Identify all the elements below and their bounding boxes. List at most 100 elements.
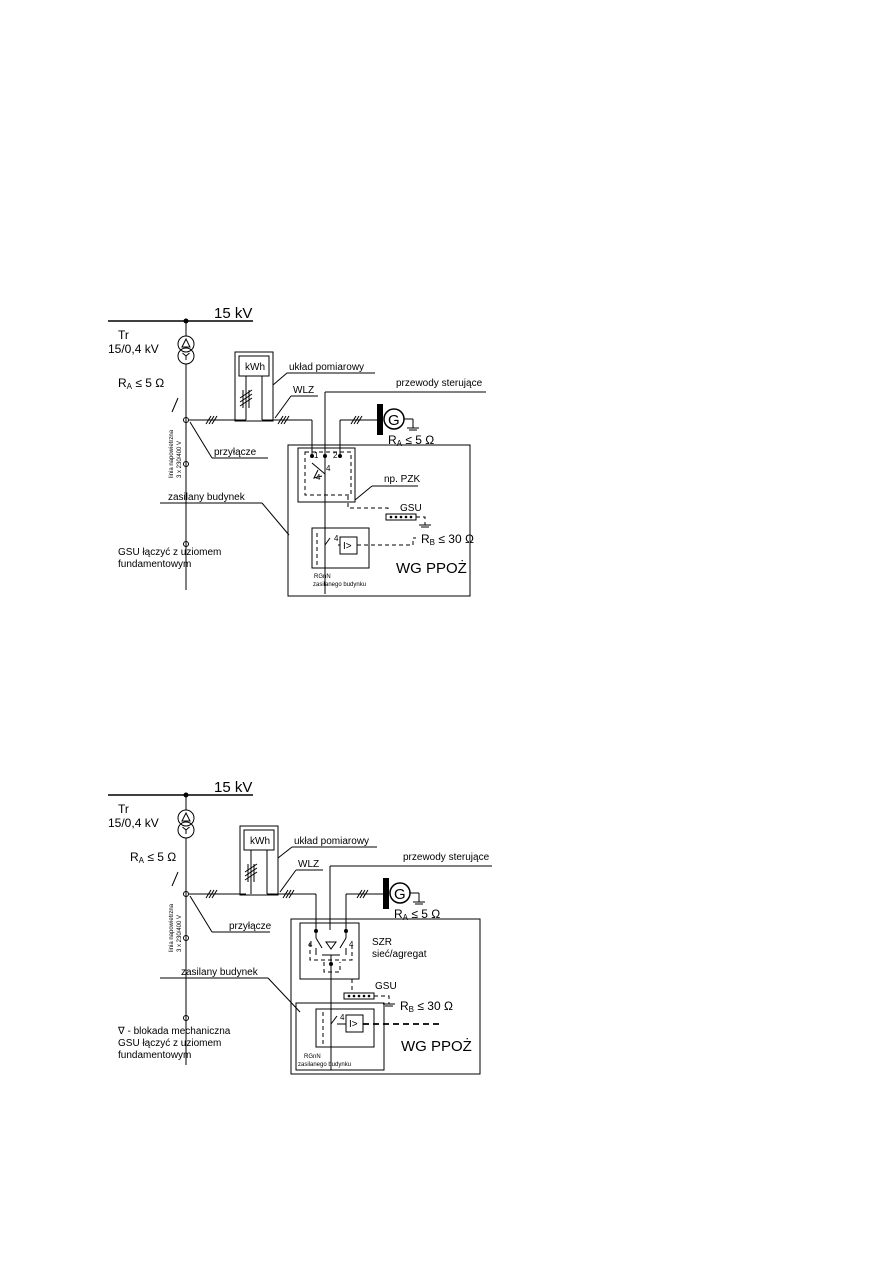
- kwh-label: kWh: [250, 836, 270, 847]
- building-label: zasilany budynek: [181, 967, 259, 978]
- gsu-dash-top: [347, 496, 389, 512]
- meter-box: [239, 825, 279, 896]
- szr-dash-lower: [323, 962, 341, 973]
- wlz-three-phase-mark: [282, 889, 295, 899]
- line-label-2: 3 x 230/400 V: [177, 441, 183, 478]
- connection-label: przyłącze: [214, 447, 257, 458]
- rgnn-box: [295, 1002, 385, 1071]
- transformer-icon: [177, 321, 195, 420]
- changeover-switch-icon: [311, 458, 326, 594]
- transformer-label: Tr: [118, 802, 129, 816]
- kwh-label: kWh: [245, 362, 265, 373]
- pzk-leader: [354, 485, 373, 501]
- szr-terminal-2: [344, 929, 348, 933]
- meter-box: [234, 351, 274, 422]
- ra-generator-label: RA ≤ 5 Ω: [388, 433, 434, 448]
- meter-leader: [272, 372, 288, 386]
- note-line-2: fundamentowym: [118, 1050, 191, 1061]
- relay-label: I>: [349, 1019, 358, 1030]
- wlz-three-phase-mark: [277, 415, 290, 425]
- transformer-label: Tr: [118, 328, 129, 342]
- wlz-label: WLZ: [298, 859, 319, 870]
- voltage-label: 15 kV: [214, 779, 252, 796]
- connection-leader: [189, 895, 213, 933]
- transformer-icon: [177, 795, 195, 894]
- switch-4b-label: 4: [326, 464, 331, 473]
- meter-label: układ pomiarowy: [294, 836, 369, 847]
- rgnn-inner-box: [315, 1008, 375, 1048]
- gen-three-phase-mark: [356, 889, 369, 899]
- building-label: zasilany budynek: [168, 492, 246, 503]
- control-wires-label: przewody sterujące: [403, 852, 490, 863]
- gsu-label: GSU: [375, 981, 397, 992]
- building-box: [287, 444, 471, 597]
- rgnn-label-1: RGnN: [314, 574, 331, 580]
- voltage-label: 15 kV: [214, 305, 252, 322]
- szr-output-node: [329, 962, 333, 966]
- gsu-ground-wire: [374, 995, 390, 1004]
- gsu-ground-icon: [383, 1003, 395, 1007]
- line-label-1: linia napowietrzna: [169, 429, 175, 478]
- mech-interlock-legend-icon: ∇: [117, 1026, 125, 1037]
- rb-label: RB ≤ 30 Ω: [400, 999, 453, 1014]
- diagram-1: 15 kV Tr 15/0,4 kV RA ≤ 5 Ω linia napowi…: [108, 305, 486, 597]
- line-node-top: [183, 891, 189, 897]
- line-tick: [171, 871, 179, 887]
- connection-label: przyłącze: [229, 921, 272, 932]
- szr-terminal-1: [314, 929, 318, 933]
- generator-label: G: [388, 412, 400, 429]
- ground-icon: [404, 418, 419, 431]
- szr-label-1: SZR: [372, 937, 392, 948]
- rgnn-label-2: zasilanego budynku: [313, 582, 366, 588]
- switch-2-label: 2: [333, 451, 338, 460]
- switch-terminal-2: [338, 454, 342, 458]
- relay-label: I>: [343, 541, 352, 552]
- szr-dash-frame: [309, 943, 353, 961]
- switch-1-label: 1: [314, 451, 319, 460]
- switch-terminal-1: [310, 454, 314, 458]
- line-label-1: linia napowietrzna: [169, 903, 175, 952]
- kwh-meter: [243, 829, 275, 851]
- mech-interlock-icon: [325, 941, 337, 950]
- meter-leader: [277, 846, 293, 859]
- wlz-label: WLZ: [293, 385, 314, 396]
- switch-4a-label: 4: [316, 473, 321, 482]
- ra-generator-label: RA ≤ 5 Ω: [394, 907, 440, 922]
- line-tick: [171, 397, 179, 413]
- rgnn-label-1: RGnN: [304, 1054, 321, 1060]
- pzk-label: np. PZK: [384, 474, 420, 485]
- note-line-1: GSU łączyć z uziomem: [118, 1038, 221, 1049]
- switch-4b-label: 4: [349, 940, 354, 949]
- line-node-mid: [183, 935, 189, 941]
- gsu-ground-icon: [419, 524, 431, 528]
- wlz-leader: [279, 869, 297, 893]
- ra-label: RA ≤ 5 Ω: [118, 376, 164, 391]
- main-switch-icon: [330, 1015, 338, 1025]
- szr-switches-icon: [315, 933, 347, 1070]
- line-node-top: [183, 417, 189, 423]
- legend-line: ∇ - blokada mechaniczna: [117, 1026, 231, 1037]
- rgnn-label-2: zasilanego budynku: [298, 1062, 351, 1068]
- line-label-2: 3 x 230/400 V: [177, 915, 183, 952]
- line-node-low: [183, 541, 189, 547]
- gsu-terminals: [389, 515, 413, 519]
- diagram-2: 15 kV Tr 15/0,4 kV RA ≤ 5 Ω linia napowi…: [108, 779, 492, 1075]
- line-node-mid: [183, 461, 189, 467]
- transformer-ratio: 15/0,4 kV: [108, 816, 159, 830]
- relay-signal-dash: [357, 537, 416, 546]
- switch-box: [297, 447, 356, 503]
- gsu-label: GSU: [400, 503, 422, 514]
- szr-label-2: sieć/agregat: [372, 949, 427, 960]
- generator-terminal: [383, 878, 389, 909]
- generator-label: G: [394, 886, 406, 903]
- three-phase-mark: [205, 889, 218, 899]
- transformer-ratio: 15/0,4 kV: [108, 342, 159, 356]
- gsu-terminals: [347, 994, 371, 998]
- meter-label: układ pomiarowy: [289, 362, 364, 373]
- note-line-1: GSU łączyć z uziomem: [118, 547, 221, 558]
- switch-4c-label: 4: [334, 534, 339, 543]
- switch-interlock: [304, 451, 352, 496]
- wlz-leader: [274, 395, 292, 419]
- ground-icon: [410, 892, 425, 905]
